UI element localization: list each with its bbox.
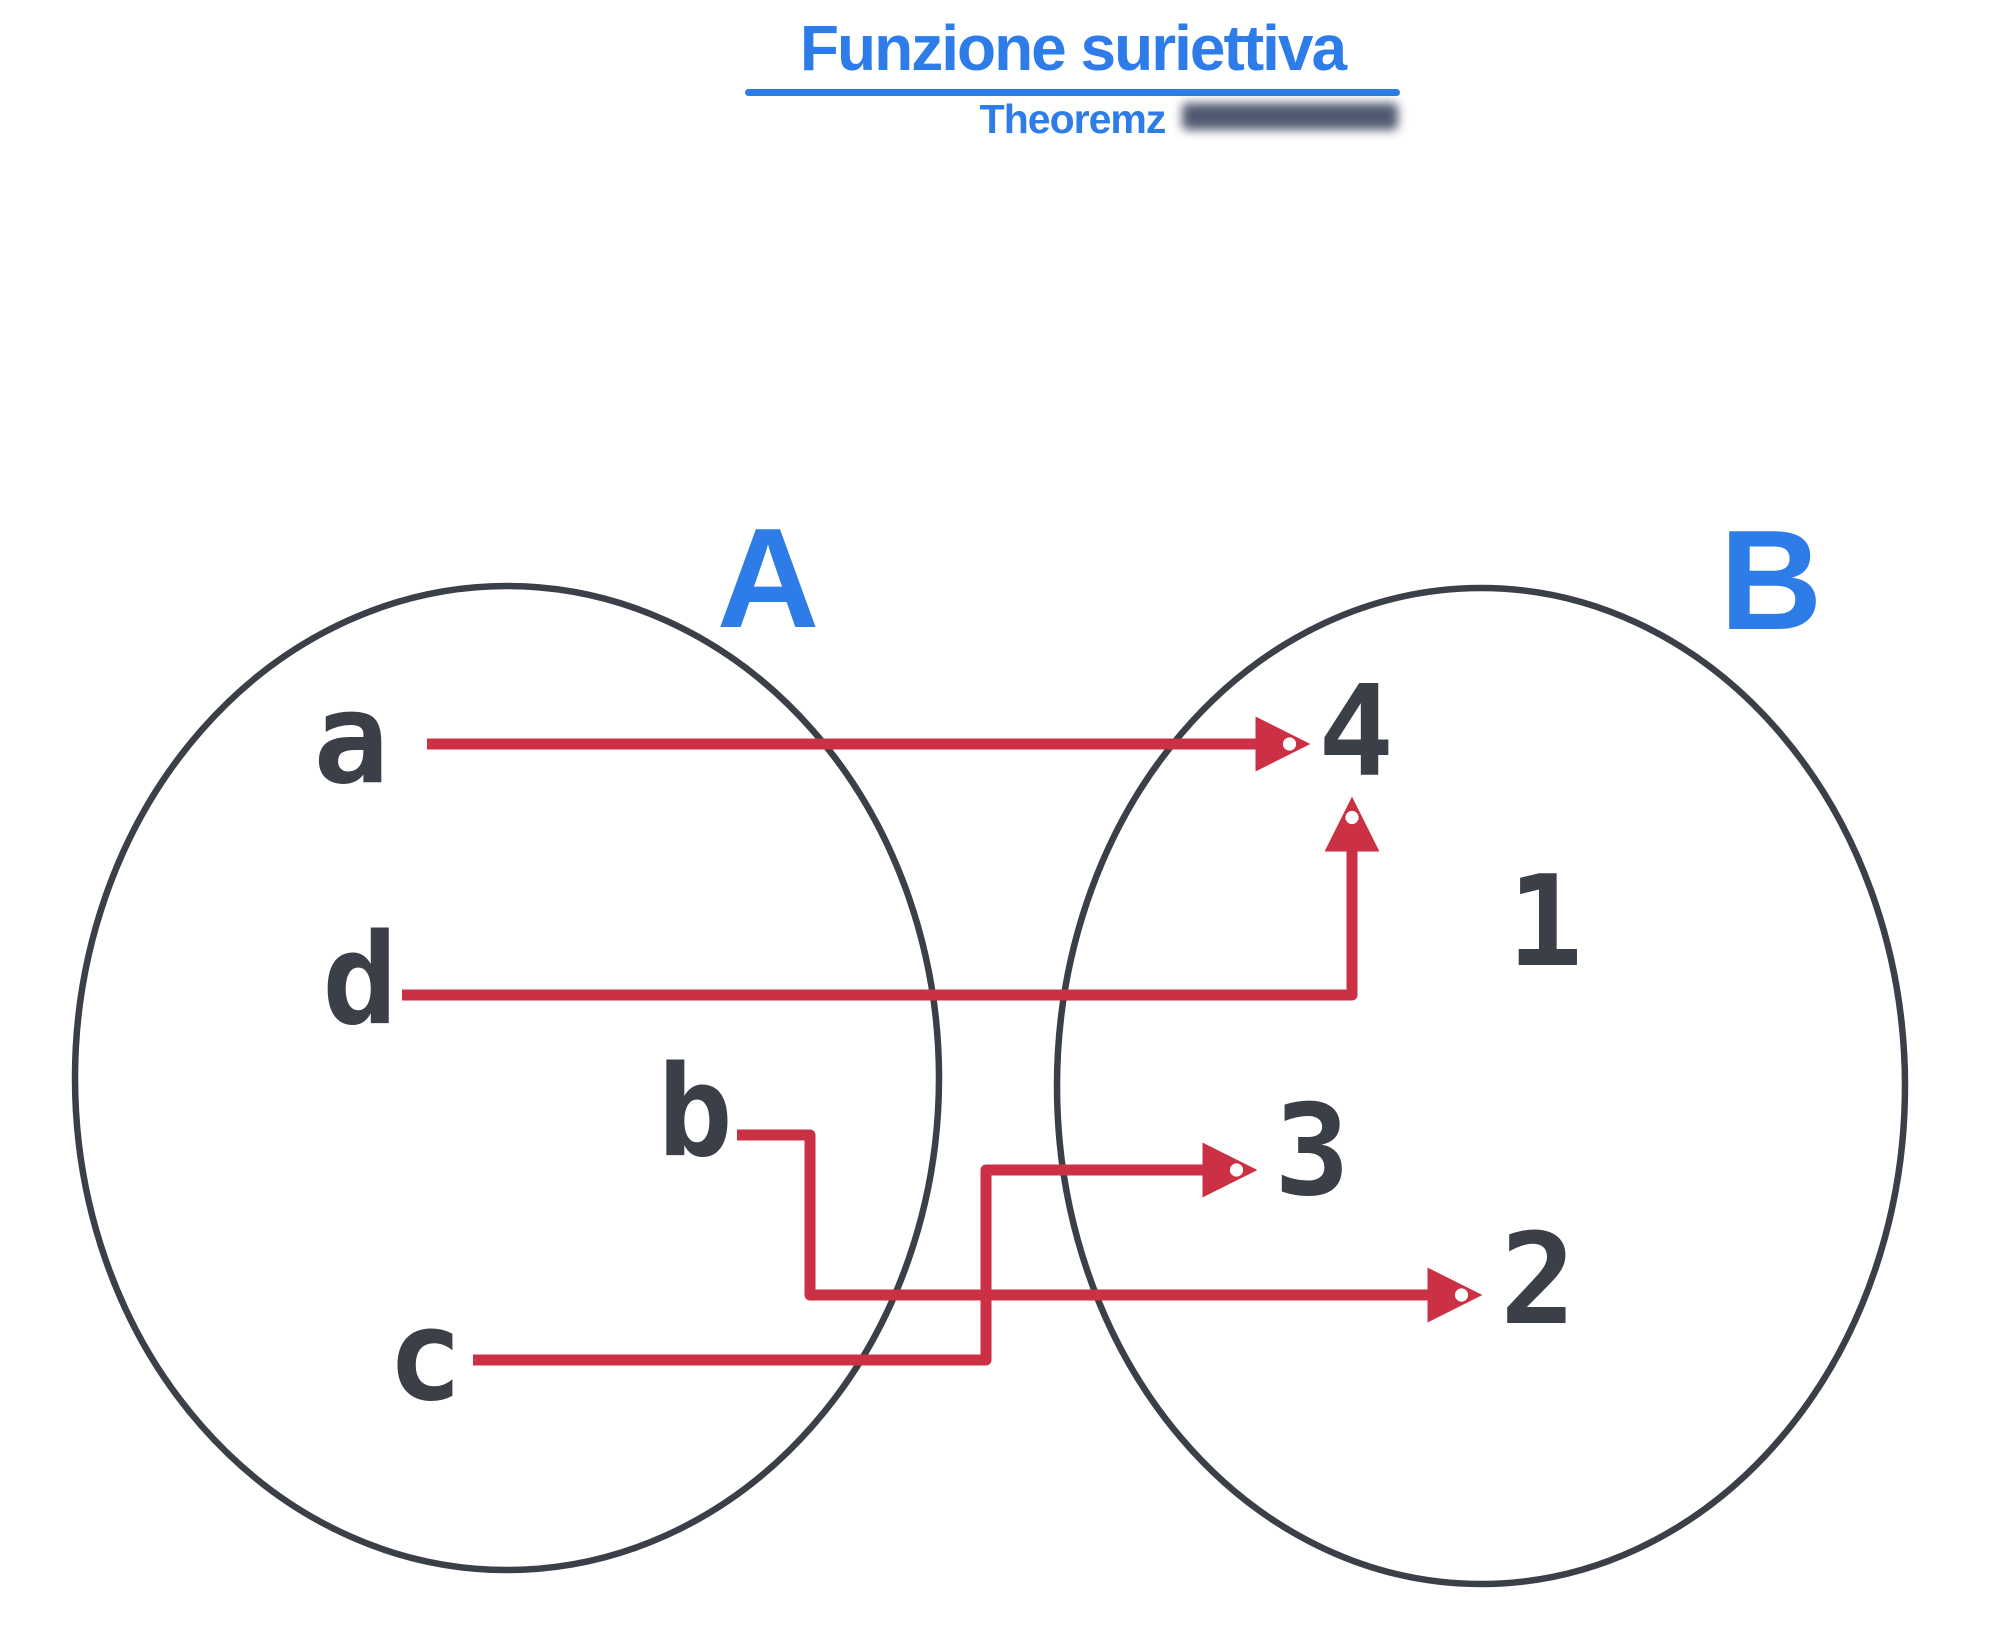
element-b: b xyxy=(657,1038,733,1185)
set-a-ellipse xyxy=(71,582,943,1574)
element-2: 2 xyxy=(1500,1206,1576,1353)
element-a: a xyxy=(313,665,389,812)
element-3: 3 xyxy=(1274,1077,1350,1224)
page-title: Funzione suriettiva xyxy=(799,12,1347,84)
set-b-ellipse xyxy=(1053,584,1909,1588)
element-c: c xyxy=(387,1282,463,1429)
set-b-label: B xyxy=(1719,501,1823,660)
arrow-b-to-2 xyxy=(737,1129,1483,1323)
arrow-c-to-3 xyxy=(473,1142,1258,1366)
element-4: 4 xyxy=(1318,658,1394,805)
brand-watermark-theoremz: Theoremz xyxy=(979,96,1167,142)
set-a-label: A xyxy=(716,499,820,658)
arrow-d-to-4 xyxy=(402,796,1380,1001)
blurred-text-smudge xyxy=(1182,103,1398,130)
element-d: d xyxy=(322,906,398,1053)
title-underline xyxy=(745,89,1400,96)
element-1: 1 xyxy=(1507,848,1583,995)
